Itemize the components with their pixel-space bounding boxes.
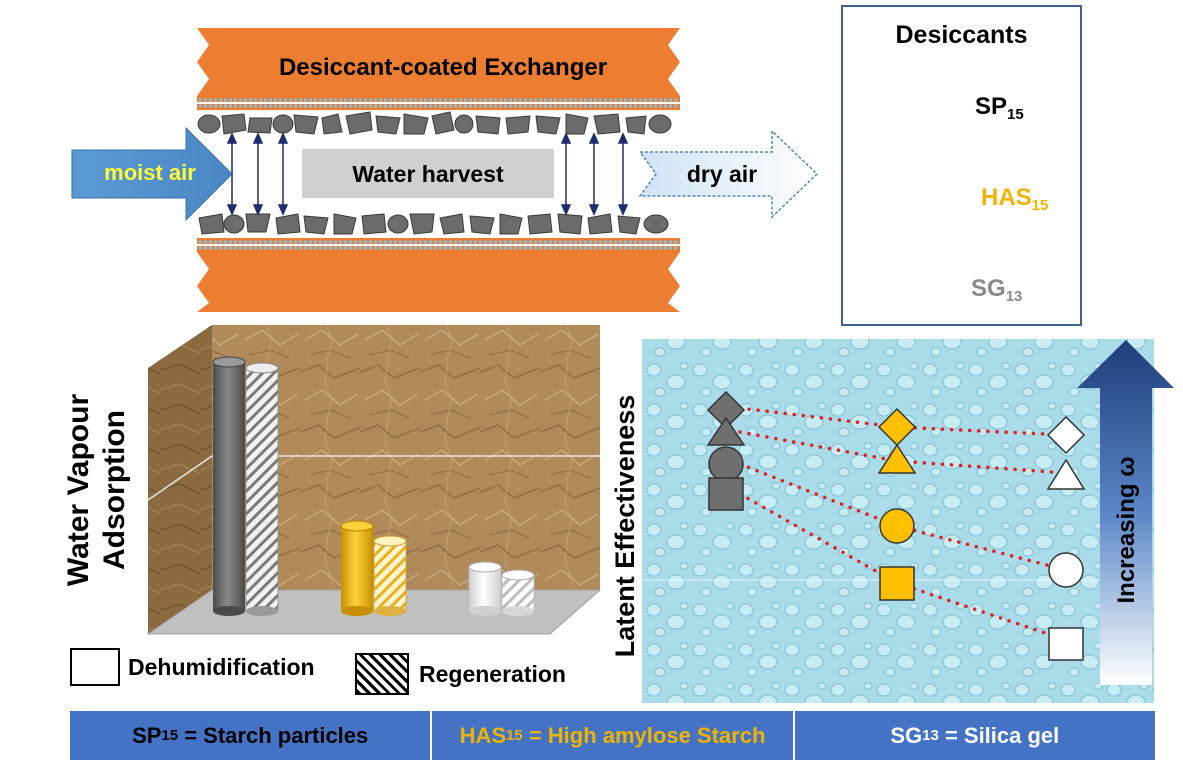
sp15-circle-marker	[708, 446, 744, 482]
sg13-markers	[1046, 415, 1086, 661]
bar-sp15-dehumidification	[212, 356, 246, 616]
adsorption-side-wall	[148, 325, 212, 634]
bar-has15-dehumidification	[340, 520, 374, 616]
top-particle-row	[197, 111, 672, 135]
dry-air-arrow	[638, 129, 819, 219]
moist-air-label: moist air	[104, 160, 196, 185]
legend-dehumidification-swatch	[70, 648, 120, 686]
legend-dehumidification: Dehumidification	[70, 648, 315, 686]
sp15-triangle-marker	[706, 416, 746, 446]
increasing-omega-label: Increasing ω	[1113, 457, 1140, 604]
has15-circle-marker	[879, 508, 915, 544]
legend-regeneration-swatch	[355, 653, 409, 695]
water-harvest-label: Water harvest	[352, 161, 504, 187]
legend-dehumidification-label: Dehumidification	[128, 653, 315, 680]
desiccant-has15-label: HAS15	[981, 184, 1049, 214]
has15-square-marker	[879, 566, 915, 601]
effectiveness-panel: Increasing ω Latent Effectiveness	[610, 339, 1174, 703]
adsorption-panel: Water Vapour Adsorption	[62, 325, 602, 635]
sp15-markers	[706, 390, 746, 511]
bar-sg13-dehumidification	[468, 561, 502, 616]
bar-has15-regeneration	[373, 535, 407, 616]
top-orange-plate	[197, 28, 680, 96]
dry-air-label: dry air	[687, 161, 757, 187]
sg13-diamond-marker	[1046, 415, 1086, 455]
desiccant-sg13-label: SG13	[971, 275, 1023, 305]
moist-air-arrow	[71, 126, 233, 222]
exchanger-diagram: Water harvest Desiccant-coated Exchanger…	[71, 28, 819, 312]
has15-triangle-marker	[877, 443, 917, 474]
latent-effectiveness-axis-label: Latent Effectiveness	[610, 395, 640, 658]
desiccants-legend-box: Desiccants SP15 HAS15 SG13	[841, 5, 1082, 326]
adsorption-axis-label-line2: Adsorption	[98, 410, 131, 570]
trend-lines	[738, 406, 1068, 642]
bar-sg13-regeneration	[501, 569, 535, 616]
bar-sp15-regeneration	[245, 362, 279, 616]
water-harvest-box	[302, 149, 554, 198]
bottom-particle-row	[198, 213, 669, 235]
sp15-square-marker	[708, 477, 744, 511]
has15-markers	[877, 407, 917, 601]
bottom-orange-plate	[197, 252, 680, 312]
sg13-square-marker	[1048, 627, 1084, 661]
legend-regeneration: Regeneration	[355, 653, 566, 695]
desiccant-sp15-label: SP15	[975, 93, 1024, 123]
vapour-transfer-arrows	[226, 132, 629, 216]
legend-regeneration-label: Regeneration	[419, 660, 566, 687]
sg13-triangle-marker	[1046, 458, 1086, 490]
increasing-omega-arrow	[1077, 340, 1174, 685]
adsorption-axis-label-line1: Water Vapour	[62, 394, 95, 587]
desiccants-title: Desiccants	[895, 21, 1028, 49]
sg13-circle-marker	[1048, 552, 1084, 588]
exchanger-title: Desiccant-coated Exchanger	[279, 54, 607, 81]
